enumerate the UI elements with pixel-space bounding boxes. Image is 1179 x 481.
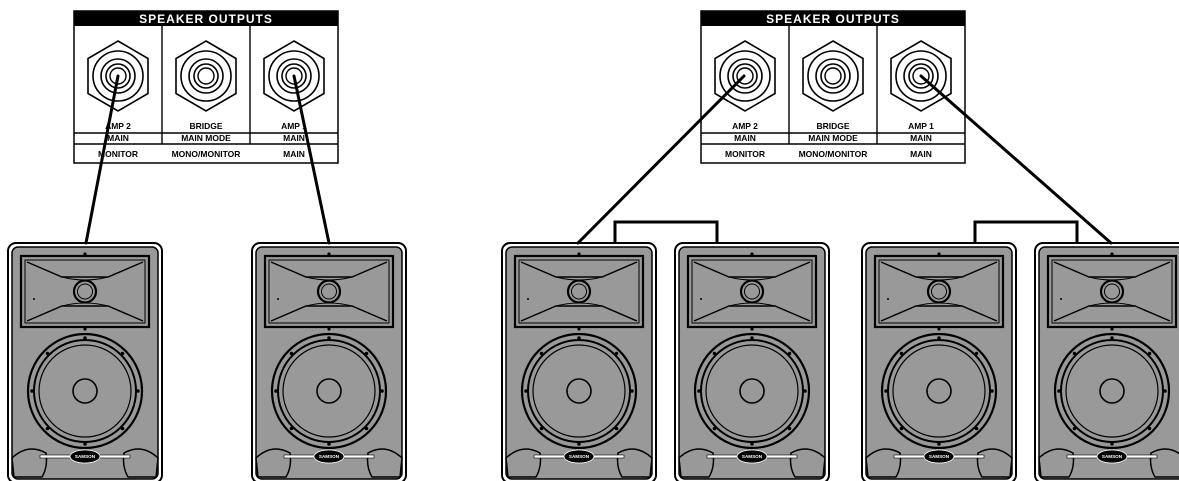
- mode-label-amp1: MAIN: [910, 133, 932, 143]
- speaker-brand-logo: SAMSON: [742, 454, 763, 459]
- speaker-cabinet: SAMSON: [6, 241, 164, 481]
- speaker-cable-amp2: [576, 74, 746, 245]
- right-configuration: SPEAKER OUTPUTS AMP 2 BRIDGE AMP 1 MAIN …: [500, 10, 1179, 481]
- left-configuration: SPEAKER OUTPUTS AMP 2 BRIDGE AMP 1 MAIN …: [6, 10, 408, 481]
- speaker-brand-logo: SAMSON: [75, 454, 96, 459]
- panel-title: SPEAKER OUTPUTS: [766, 12, 900, 26]
- speaker-outputs-panel: SPEAKER OUTPUTS AMP 2 BRIDGE AMP 1 MAIN …: [700, 10, 966, 164]
- speaker-brand-logo: SAMSON: [319, 454, 340, 459]
- jack-label-amp2: AMP 2: [105, 121, 131, 131]
- speaker-cabinet: SAMSON: [860, 241, 1018, 481]
- speaker-cabinet: SAMSON: [673, 241, 831, 481]
- mode-label-amp2: MAIN: [107, 133, 129, 143]
- speaker-cable-amp2: [84, 74, 120, 245]
- mono-label-bridge: MONO/MONITOR: [172, 149, 241, 159]
- panel-title: SPEAKER OUTPUTS: [139, 12, 273, 26]
- mode-label-amp1: MAIN: [283, 133, 305, 143]
- mono-label-amp1: MAIN: [910, 149, 932, 159]
- speaker-brand-logo: SAMSON: [1102, 454, 1123, 459]
- mode-label-bridge: MAIN MODE: [808, 133, 858, 143]
- jack-label-amp1: AMP 1: [908, 121, 934, 131]
- mono-label-amp2: MONITOR: [725, 149, 765, 159]
- daisy-chain-cable-left-pair: [613, 220, 719, 243]
- mono-label-bridge: MONO/MONITOR: [799, 149, 868, 159]
- jack-label-bridge: BRIDGE: [189, 121, 222, 131]
- jack-label-bridge: BRIDGE: [816, 121, 849, 131]
- panel-title-bar: [74, 11, 338, 26]
- daisy-chain-cable-right-pair: [973, 220, 1079, 243]
- speaker-brand-logo: SAMSON: [929, 454, 950, 459]
- speaker-cable-amp1: [919, 74, 1113, 245]
- speaker-cabinet: SAMSON: [250, 241, 408, 481]
- panel-title-bar: [701, 11, 965, 26]
- speaker-brand-logo: SAMSON: [569, 454, 590, 459]
- speaker-cable-amp1: [292, 74, 331, 245]
- jack-label-amp2: AMP 2: [732, 121, 758, 131]
- speaker-cabinet: SAMSON: [1033, 241, 1179, 481]
- mono-label-amp1: MAIN: [283, 149, 305, 159]
- speaker-cabinet: SAMSON: [500, 241, 658, 481]
- mono-label-amp2: MONITOR: [98, 149, 138, 159]
- jack-label-amp1: AMP 1: [281, 121, 307, 131]
- mode-label-bridge: MAIN MODE: [181, 133, 231, 143]
- mode-label-amp2: MAIN: [734, 133, 756, 143]
- speaker-outputs-panel: SPEAKER OUTPUTS AMP 2 BRIDGE AMP 1 MAIN …: [73, 10, 339, 164]
